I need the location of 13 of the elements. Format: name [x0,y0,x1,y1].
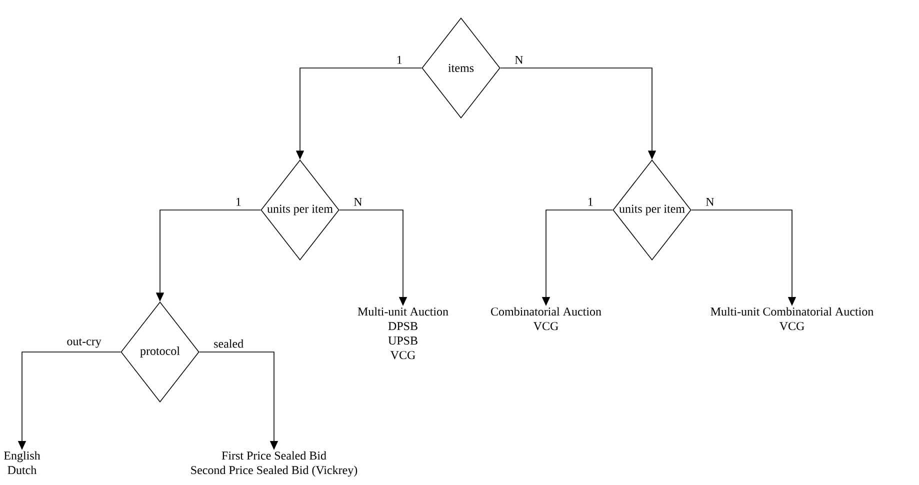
edge-label: 1 [234,196,242,207]
edge-label: N [704,196,716,207]
edge-label: N [514,54,524,65]
edge-label: out-cry [66,337,102,349]
result-text: First Price Sealed Bid Second Price Sealed Bid (Vickrey) [191,451,358,477]
result-text: Multi-unit Auction DPSB UPSB VCG [358,307,448,360]
edge-label: sealed [212,338,245,349]
edge-label: 1 [395,54,404,65]
result-text: English Dutch [4,451,40,474]
edge-label: 1 [586,196,594,207]
result-text: Multi-unit Combinatorial Auction VCG [710,307,874,330]
edge-label: N [352,196,364,207]
result-text: Combinatorial Auction VCG [491,307,602,330]
